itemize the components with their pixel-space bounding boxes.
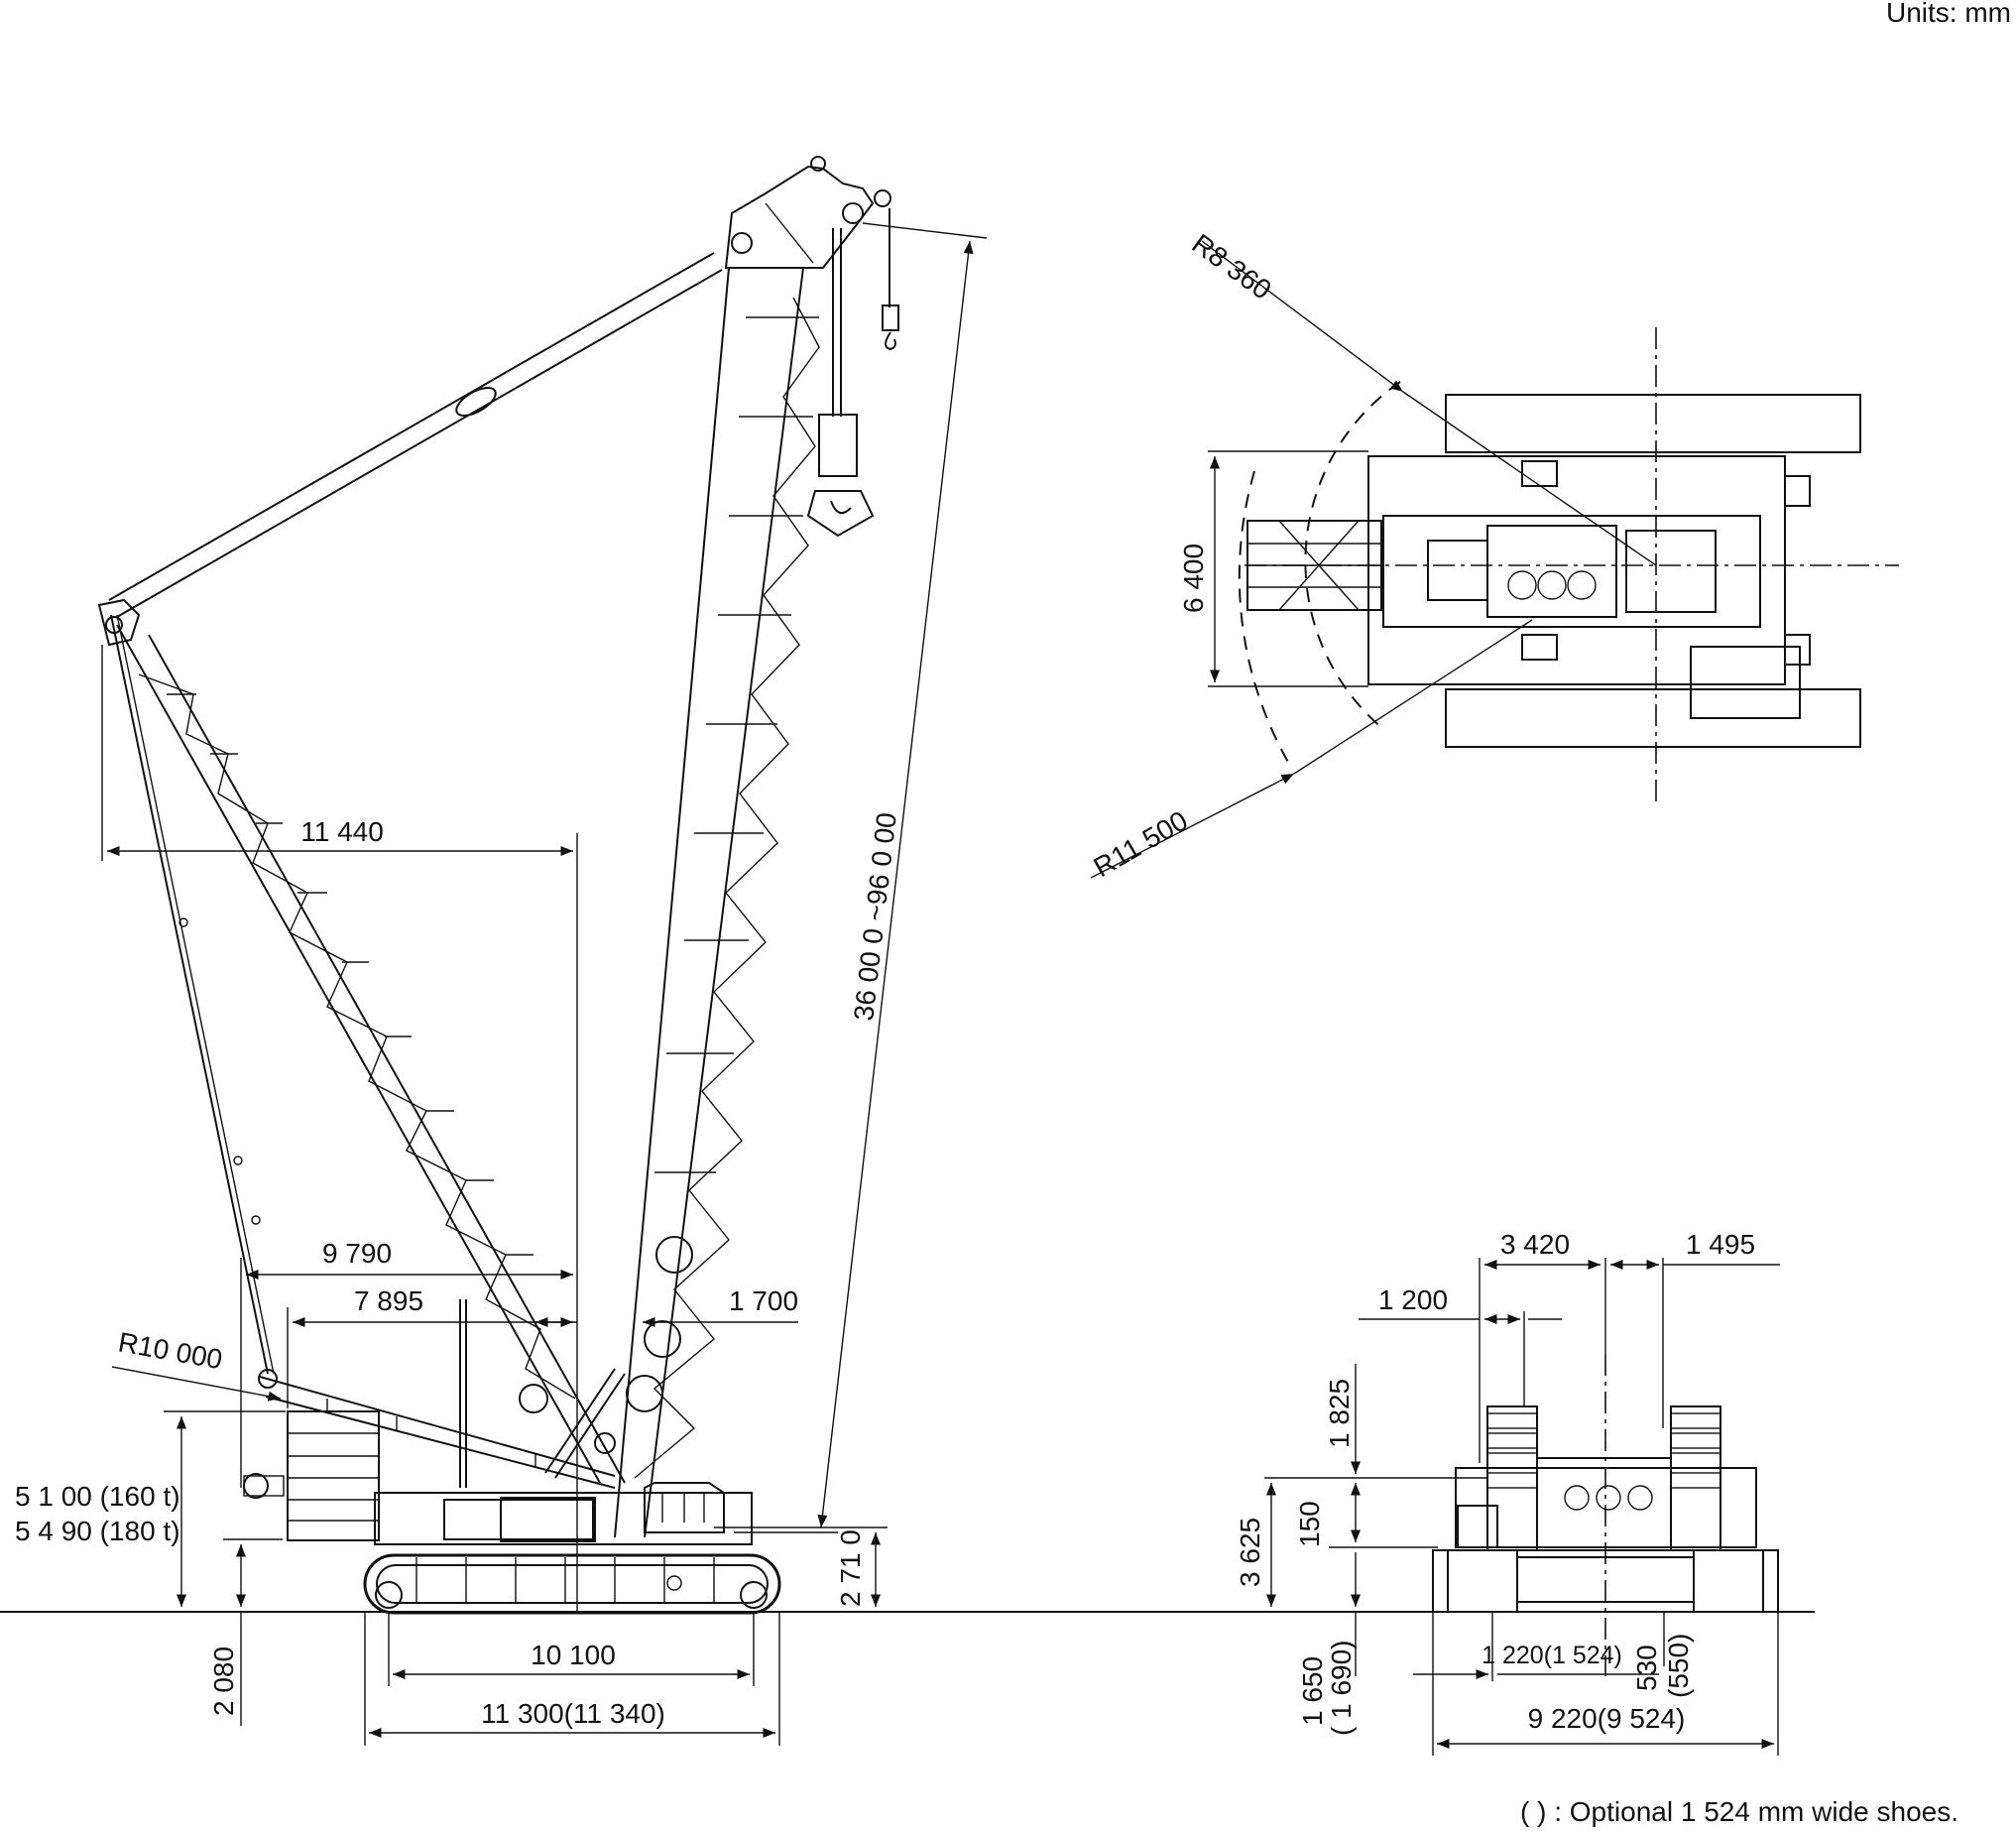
dim-2710: 2 71 0 <box>714 1526 888 1607</box>
dim-9790: 9 790 <box>240 1238 573 1488</box>
dim-track-lengths: 10 100 11 300(11 340) <box>364 1612 780 1746</box>
rear-view: 3 420 1 495 1 200 1 825 150 3 625 1 220(… <box>1235 1229 1780 1756</box>
label-1220: 1 220(1 524) <box>1482 1642 1622 1669</box>
label-11440: 11 440 <box>300 816 384 847</box>
crawler-track <box>363 1553 781 1615</box>
label-6400: 6 400 <box>1178 544 1209 613</box>
dim-r10000: R10 000 <box>111 1326 282 1402</box>
counterweight <box>243 1410 380 1541</box>
mast <box>258 1299 616 1489</box>
label-1690: ( 1 690) <box>1326 1641 1357 1737</box>
jib-backstay <box>110 614 275 1375</box>
top-view: R8 360 R11 500 6 400 <box>1089 228 1899 883</box>
dim-2080: 2 080 <box>208 1538 283 1726</box>
luffing-jib <box>544 156 891 1538</box>
label-r11500: R11 500 <box>1089 804 1193 883</box>
label-9790: 9 790 <box>322 1238 392 1269</box>
label-1700: 1 700 <box>729 1285 798 1316</box>
dim-boom-foot-height: 5 1 00 (160 t) 5 4 90 (180 t) <box>15 1410 286 1607</box>
label-1495: 1 495 <box>1686 1229 1755 1260</box>
label-150: 150 <box>1294 1501 1325 1547</box>
label-9220: 9 220(9 524) <box>1528 1703 1686 1734</box>
dim-7895: 7 895 <box>287 1285 573 1408</box>
auxiliary-hook <box>882 208 899 351</box>
label-2710: 2 71 0 <box>835 1529 866 1607</box>
label-10100: 10 100 <box>531 1640 616 1670</box>
dim-boom-length: 36 00 0 ~96 0 00 <box>734 222 988 1533</box>
dim-radius-11440: 11 440 <box>101 645 578 1612</box>
jib-stay <box>108 252 723 618</box>
label-1650: 1 650 <box>1297 1656 1328 1726</box>
main-hook <box>806 228 875 538</box>
dim-1700: 1 700 <box>535 1285 798 1328</box>
label-height-160t: 5 1 00 (160 t) <box>15 1481 180 1512</box>
label-11300: 11 300(11 340) <box>481 1698 665 1729</box>
label-2080: 2 080 <box>208 1647 239 1716</box>
label-530: 530 <box>1631 1645 1662 1691</box>
upper-structure <box>374 1482 753 1545</box>
label-550: (550) <box>1663 1634 1694 1698</box>
label-r8360: R8 360 <box>1186 228 1276 305</box>
label-boom-length: 36 00 0 ~96 0 00 <box>848 811 902 1023</box>
label-r10000: R10 000 <box>116 1326 225 1375</box>
label-7895: 7 895 <box>354 1285 423 1316</box>
units-note: Units: mm <box>1886 0 2011 28</box>
label-1825: 1 825 <box>1324 1379 1355 1448</box>
label-3625: 3 625 <box>1235 1518 1265 1587</box>
side-view: 36 00 0 ~96 0 00 11 440 9 790 7 895 1 70… <box>15 156 988 1746</box>
label-1200: 1 200 <box>1378 1284 1448 1315</box>
label-height-180t: 5 4 90 (180 t) <box>15 1516 180 1546</box>
footnote: ( ) : Optional 1 524 mm wide shoes. <box>1520 1796 1958 1827</box>
label-3420: 3 420 <box>1500 1229 1570 1260</box>
rear-counterweight-stacks <box>1486 1412 1721 1489</box>
